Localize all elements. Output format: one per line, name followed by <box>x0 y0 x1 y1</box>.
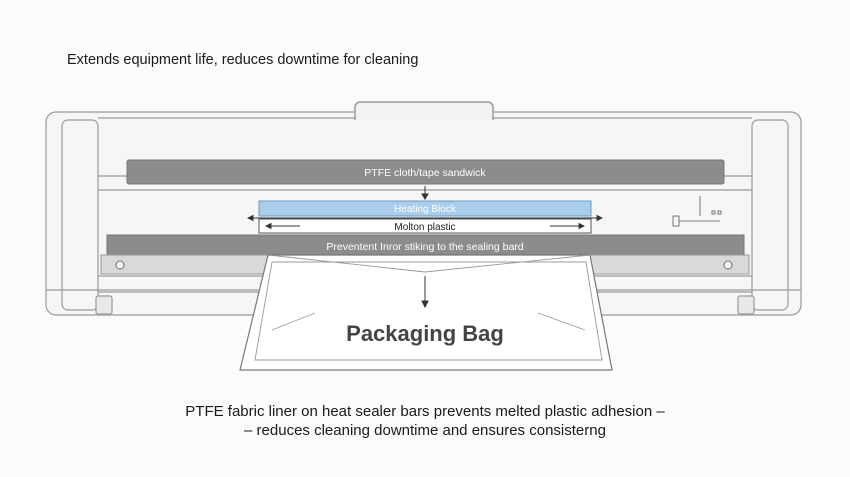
ptfe-sandwich-bar <box>126 159 725 185</box>
prevent-sticking-label: Preventent Inror stiking to the sealing … <box>326 241 523 253</box>
arrow-down-to-heating-block <box>421 186 429 200</box>
handle <box>354 101 494 120</box>
screw-right-icon <box>723 260 733 270</box>
ptfe-sandwich-label: PTFE cloth/tape sandwick <box>364 167 486 179</box>
top-caption: Extends equipment life, reduces downtime… <box>67 52 419 68</box>
heating-block <box>258 200 592 217</box>
packaging-bag-label: Packaging Bag <box>346 321 504 346</box>
heating-block-width-arrow <box>246 214 604 222</box>
heating-block-label: Heating Block <box>394 204 457 215</box>
molten-plastic-layer <box>258 218 592 234</box>
molten-plastic-arrow <box>264 222 586 230</box>
bottom-caption: PTFE fabric liner on heat sealer bars pr… <box>0 402 850 440</box>
side-indicator <box>672 196 722 227</box>
arrow-down-into-bag <box>421 276 429 309</box>
packaging-bag <box>239 254 613 371</box>
bottom-caption-line-2: – reduces cleaning downtime and ensures … <box>244 422 606 439</box>
molten-plastic-label: Molton plastic <box>394 222 455 233</box>
bottom-caption-line-1: PTFE fabric liner on heat sealer bars pr… <box>185 403 665 420</box>
screw-left-icon <box>115 260 125 270</box>
